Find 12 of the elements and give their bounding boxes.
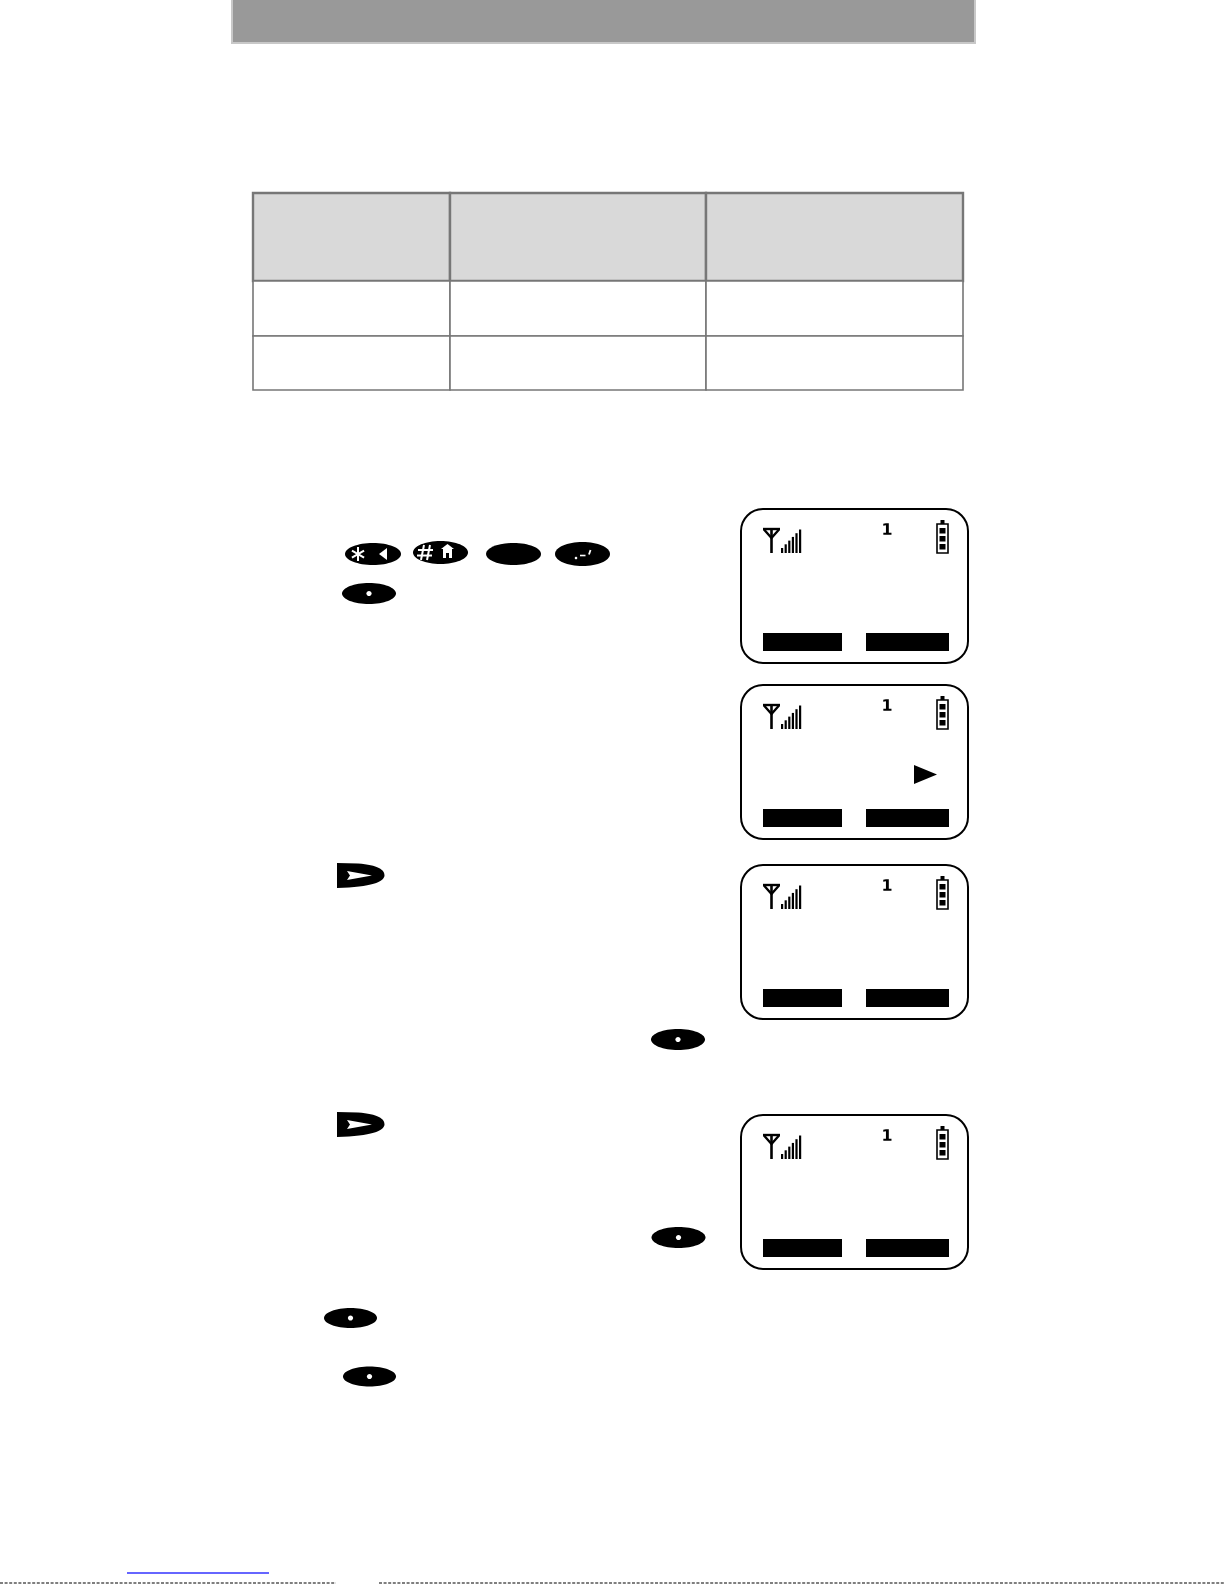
softkey-bar [866,1239,949,1257]
display-screen: 1 [740,1114,969,1270]
display-screen: 1 [740,864,969,1020]
softkey-bar [763,1239,842,1257]
softkey-bar [866,989,949,1007]
softkey-bar [763,809,842,827]
softkey-bar [866,809,949,827]
display-screen: 1 [740,684,969,840]
softkey-bar [763,633,842,651]
softkey-bar [763,989,842,1007]
display-screen: 1 [740,508,969,664]
softkey-bar [866,633,949,651]
